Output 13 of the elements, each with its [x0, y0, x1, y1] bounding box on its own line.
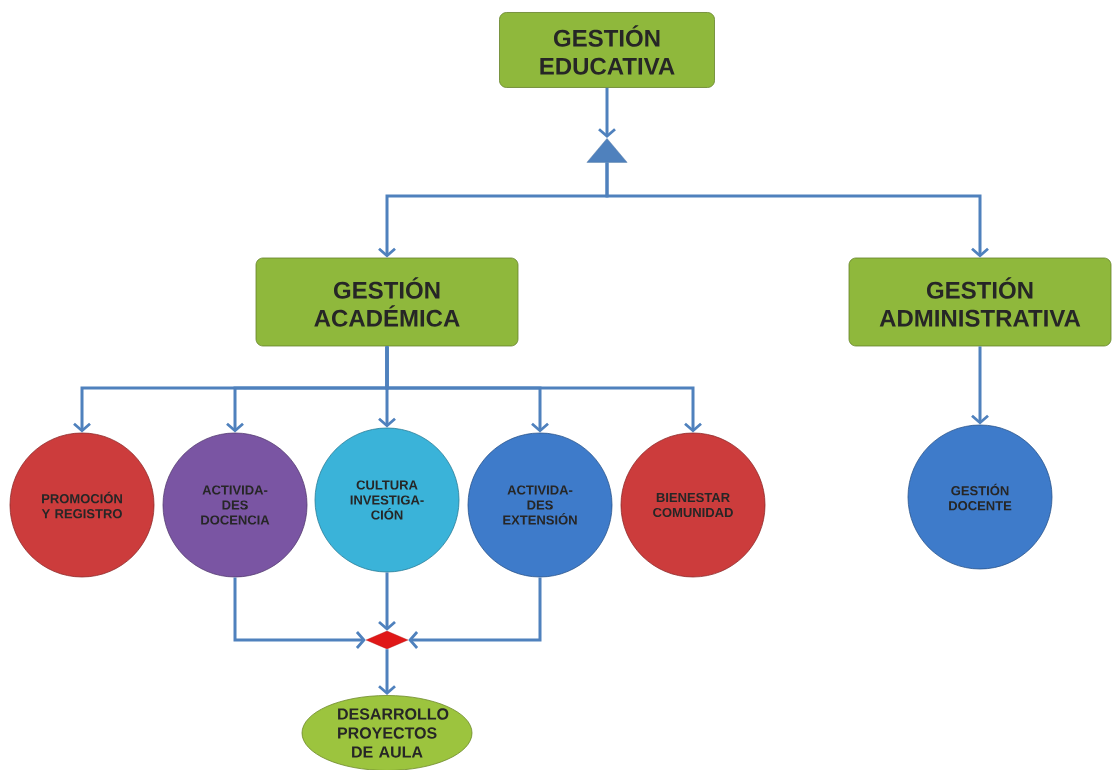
arrow: [378, 572, 396, 631]
arrow: [605, 162, 989, 258]
triangle-shape: [586, 138, 628, 163]
decision-diamond: [365, 630, 409, 650]
arrow: [971, 346, 989, 425]
process-box: GESTIÓN ADMINISTRATIVA: [848, 257, 1112, 347]
arrow: [378, 649, 396, 696]
process-box: GESTIÓN ACADÉMICA: [255, 257, 519, 347]
arrow: [598, 87, 616, 139]
arrow: [408, 577, 542, 649]
arrow: [385, 346, 702, 433]
arrow: [233, 577, 366, 649]
process-box: GESTIÓN EDUCATIVA: [499, 12, 715, 88]
